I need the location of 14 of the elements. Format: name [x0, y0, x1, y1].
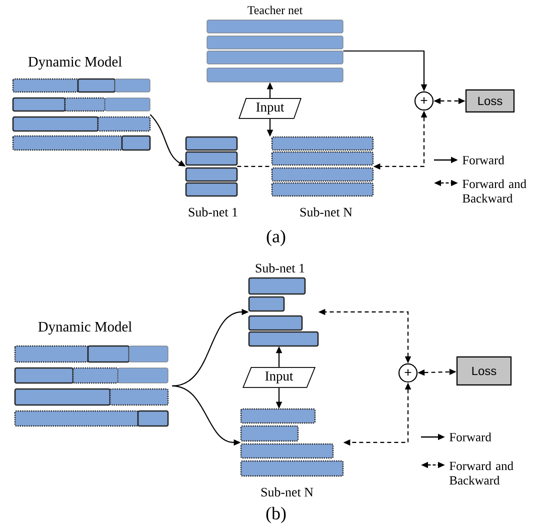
legend-label: Forward — [450, 432, 492, 442]
loss-box: Loss — [456, 356, 512, 386]
stack-title: Sub-net 1 — [256, 263, 304, 273]
stack-title: Sub-net N — [261, 487, 314, 497]
stack-title: Sub-net N — [300, 207, 352, 217]
stack-title: Dynamic Model — [38, 321, 132, 335]
legend-label: Forward and Backward — [450, 461, 514, 485]
stack-title: Dynamic Model — [28, 56, 122, 70]
stack-title: Teacher net — [248, 6, 303, 14]
panel-label: (a) — [266, 230, 286, 246]
stack-title: Sub-net 1 — [188, 207, 238, 217]
legend-label: Forward — [462, 156, 504, 164]
legend-label: Forward and Backward — [462, 179, 526, 203]
loss-box: Loss — [465, 89, 515, 113]
